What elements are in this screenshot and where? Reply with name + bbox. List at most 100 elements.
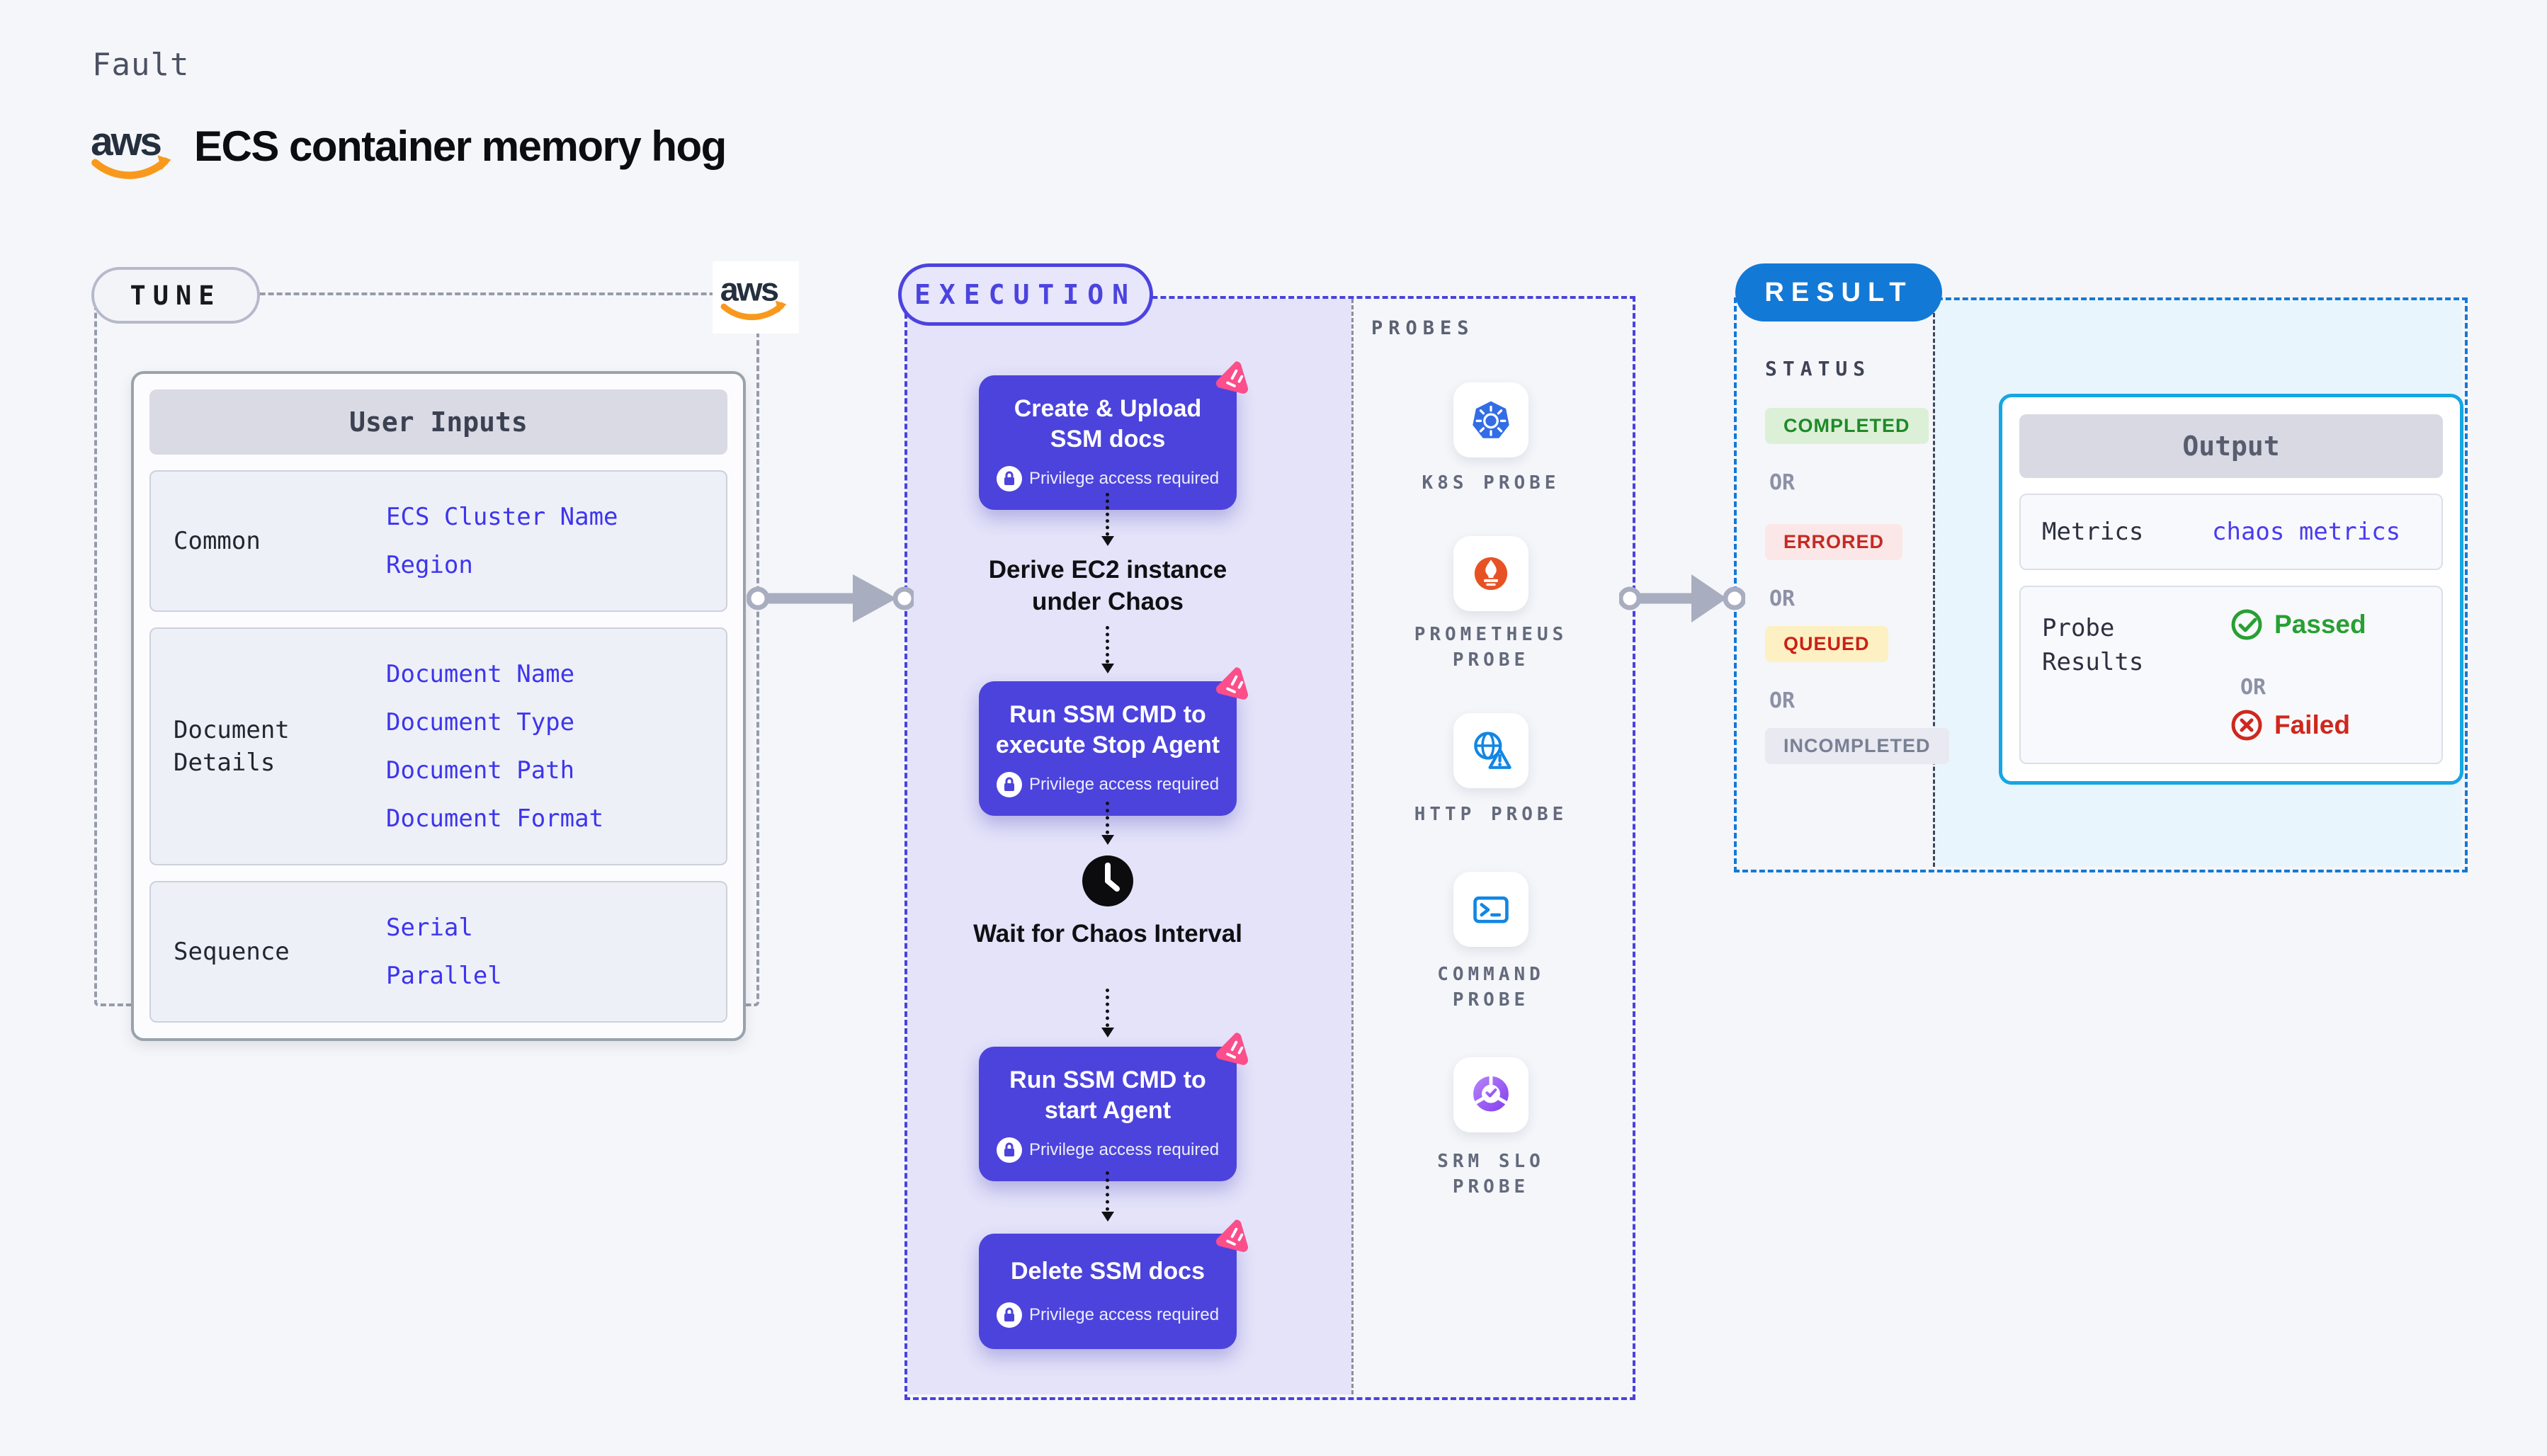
user-inputs-table: User Inputs Common ECS Cluster Name Regi… [131, 371, 746, 1041]
probe-label: PROMETHEUS PROBE [1414, 624, 1568, 671]
input-value: Document Name [386, 660, 575, 688]
step-title: Create & Upload SSM docs [1014, 395, 1202, 453]
privilege-badge: Privilege access required [979, 455, 1237, 510]
output-title: Output [2019, 414, 2443, 478]
metrics-row: Metrics chaos metrics [2019, 494, 2443, 570]
probes-column-title: PROBES [1371, 317, 1475, 339]
step-derive-ec2: Derive EC2 instance under Chaos [988, 556, 1227, 615]
or-separator: OR [1769, 470, 1796, 495]
execution-section-border [904, 296, 1635, 1400]
step-run-ssm-stop-agent: Run SSM CMD to execute Stop Agent Privil… [979, 667, 1248, 816]
probe-label: SRM SLO PROBE [1437, 1151, 1545, 1198]
probe-label: COMMAND PROBE [1437, 964, 1545, 1011]
user-inputs-title: User Inputs [149, 389, 727, 455]
tune-section-label: TUNE [91, 267, 260, 324]
input-value: Region [386, 551, 473, 579]
flow-arrow-down [1101, 1171, 1114, 1222]
privilege-badge: Privilege access required [979, 1287, 1237, 1349]
lock-icon [996, 772, 1022, 797]
input-value: Document Format [386, 804, 604, 833]
privilege-badge: Privilege access required [979, 761, 1237, 816]
failed-text: Failed [2274, 710, 2350, 739]
status-badge-errored: ERRORED [1765, 524, 1903, 560]
svg-text:aws: aws [720, 271, 778, 307]
result-section-label: RESULT [1735, 263, 1942, 322]
chaos-icon [1214, 1028, 1255, 1069]
input-group-document-details: Document Details Document Name Document … [149, 627, 727, 865]
status-badge-completed: COMPLETED [1765, 408, 1929, 444]
status-badge-incompleted: INCOMPLETED [1765, 728, 1949, 764]
http-probe-card [1453, 713, 1528, 788]
result-section-border [1734, 297, 2468, 872]
arrow-execution-to-result [1619, 574, 1745, 622]
probe-label: HTTP PROBE [1414, 804, 1568, 825]
probe-results-label: Probe Results [2042, 614, 2144, 676]
http-globe-icon [1474, 732, 1511, 769]
probe-results-row: Probe Results Passed OR Failed [2019, 586, 2443, 764]
flow-arrow-down [1101, 626, 1114, 673]
input-group-common: Common ECS Cluster Name Region [149, 470, 727, 612]
input-group-sequence: Sequence Serial Parallel [149, 881, 727, 1023]
check-circle-icon [2231, 609, 2262, 640]
privilege-badge: Privilege access required [979, 1126, 1237, 1181]
fault-kicker: Fault [92, 47, 190, 83]
privilege-badge-text: Privilege access required [1028, 775, 1220, 794]
step-title: Run SSM CMD to execute Stop Agent [995, 701, 1220, 758]
command-probe-card [1453, 872, 1528, 947]
aws-logo-icon: aws [89, 118, 178, 186]
prometheus-icon [1474, 557, 1508, 591]
x-circle-icon [2231, 710, 2262, 741]
probe-result-failed: Failed [2230, 709, 2350, 741]
page-title: ECS container memory hog [194, 123, 727, 170]
step-create-upload-ssm-docs: Create & Upload SSM docs Privilege acces… [979, 361, 1248, 510]
step-title: Run SSM CMD to start Agent [1009, 1067, 1206, 1124]
output-card: Output Metrics chaos metrics Probe Resul… [1999, 394, 2463, 785]
chaos-icon [1214, 1215, 1255, 1256]
lock-icon [996, 1302, 1022, 1328]
chaos-icon [1214, 663, 1255, 704]
srm-slo-probe-card [1453, 1057, 1528, 1132]
terminal-icon [1473, 896, 1509, 923]
metrics-label: Metrics [2042, 518, 2144, 546]
privilege-badge-text: Privilege access required [1028, 1140, 1220, 1159]
or-separator: OR [1769, 586, 1796, 611]
or-separator: OR [2240, 675, 2267, 700]
flow-arrow-down [1101, 802, 1114, 845]
flow-arrow-down [1101, 989, 1114, 1037]
input-value: Document Path [386, 756, 575, 785]
passed-text: Passed [2274, 610, 2366, 639]
input-value: Document Type [386, 708, 575, 736]
result-divider [1933, 300, 1935, 867]
privilege-badge-text: Privilege access required [1028, 469, 1220, 488]
step-delete-ssm-docs: Delete SSM docs Privilege access require… [979, 1219, 1248, 1349]
step-wait-chaos-interval: Wait for Chaos Interval [973, 920, 1242, 948]
step-run-ssm-start-agent: Run SSM CMD to start Agent Privilege acc… [979, 1033, 1248, 1181]
chaos-icon [1214, 357, 1255, 398]
privilege-badge-text: Privilege access required [1028, 1305, 1220, 1324]
probe-label: K8S PROBE [1422, 472, 1560, 494]
group-label: Sequence [174, 938, 290, 966]
group-values: ECS Cluster Name Region [386, 493, 726, 589]
arrow-tune-to-execution [747, 574, 914, 622]
group-values: Serial Parallel [386, 904, 726, 1000]
group-label: Common [174, 527, 261, 555]
status-badge-queued: QUEUED [1765, 626, 1888, 662]
prometheus-probe-card [1453, 536, 1528, 611]
svg-text:aws: aws [91, 120, 161, 164]
status-column-title: STATUS [1765, 357, 1871, 380]
k8s-probe-card [1453, 382, 1528, 457]
lock-icon [996, 1137, 1022, 1163]
lock-icon [996, 466, 1022, 491]
probes-divider [1351, 299, 1354, 1394]
metrics-value: chaos metrics [2212, 518, 2401, 546]
input-value: Serial [386, 914, 473, 942]
group-label: Document Details [174, 716, 290, 777]
or-separator: OR [1769, 688, 1796, 713]
clock-icon [1082, 855, 1134, 907]
input-value: ECS Cluster Name [386, 503, 618, 531]
flow-arrow-down [1101, 493, 1114, 546]
srm-slo-icon [1473, 1076, 1509, 1112]
input-value: Parallel [386, 962, 502, 990]
probe-result-passed: Passed [2230, 608, 2366, 641]
